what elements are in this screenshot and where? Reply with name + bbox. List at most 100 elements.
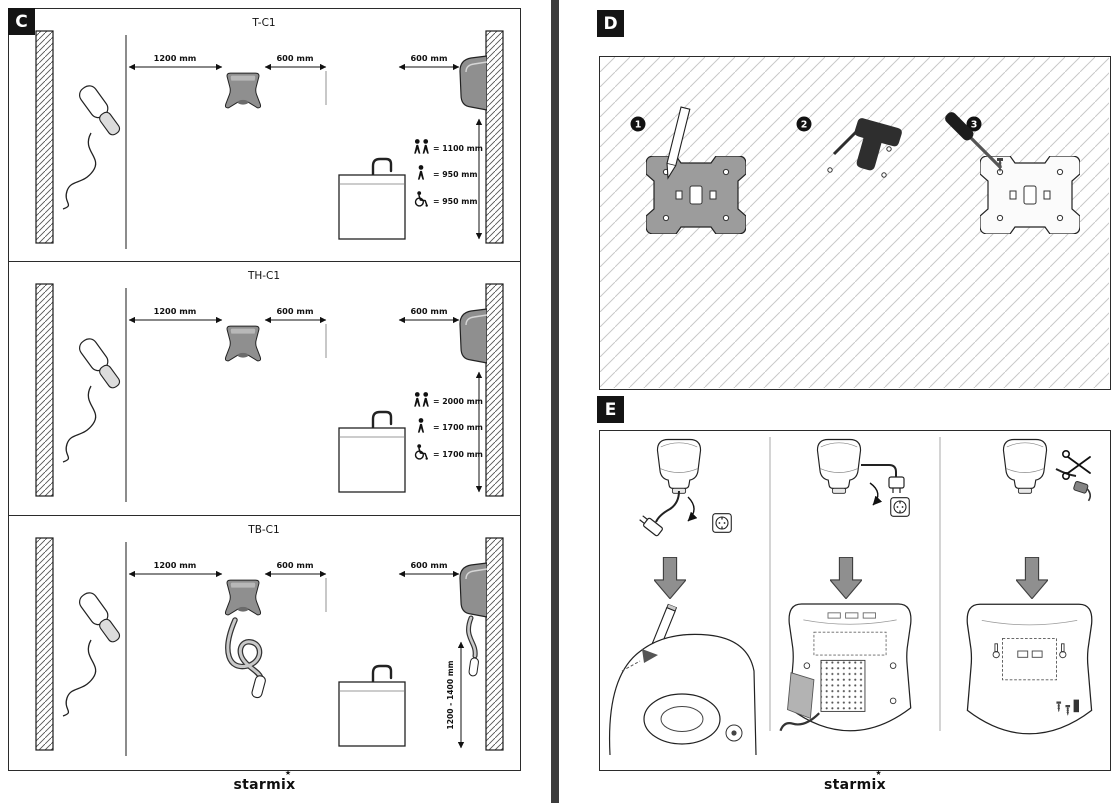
dimension-600-mid: 600 mm (264, 306, 327, 358)
socket-icon (890, 497, 910, 517)
right-wall (485, 30, 504, 244)
panel-wall-mounting: 1 2 (599, 56, 1111, 390)
two-persons-icon (414, 139, 429, 154)
small-part (1073, 699, 1079, 713)
left-wall (35, 30, 54, 244)
power-cable (861, 464, 897, 477)
handset-dryer-icon (62, 82, 125, 210)
drill-icon (832, 118, 902, 171)
two-persons-icon (414, 392, 429, 407)
panel-cable-connection (599, 430, 1111, 771)
hose-side (466, 615, 479, 677)
screw-head (889, 662, 897, 669)
down-arrow (1016, 557, 1048, 599)
height-range-dimension: 1200 - 1400 mm (446, 641, 465, 749)
step-number: 1 (635, 120, 642, 131)
dimension-1200: 1200 mm (128, 560, 223, 578)
screw-head (889, 697, 897, 705)
page-divider (551, 0, 559, 803)
logo-text: starmix (824, 777, 886, 793)
keyhole-slot (992, 643, 1000, 659)
legend-value: = 950 mm (433, 197, 478, 206)
dimension-600-mid: 600 mm (264, 560, 327, 612)
dryer-top-view (656, 438, 702, 494)
option-plug-side (779, 438, 912, 732)
section-letter: C (15, 11, 28, 32)
step-badge (966, 116, 982, 132)
washbasin (337, 410, 407, 494)
dimension-1200: 1200 mm (128, 306, 223, 324)
hand-dryer-unit (224, 579, 262, 616)
right-wall (485, 283, 504, 497)
option-plug-below (608, 438, 757, 756)
legend-value: = 1100 mm (433, 144, 483, 153)
step-number: 2 (801, 120, 808, 131)
washbasin (337, 664, 407, 748)
wall-mounted-dryer (459, 562, 487, 618)
brand-logo-right: starmix★ (599, 770, 1111, 794)
dryer-top-view (1002, 438, 1048, 494)
dimension-600-right: 600 mm (398, 53, 460, 71)
wall-mounted-dryer (459, 308, 487, 364)
svg-text:600 mm: 600 mm (276, 560, 313, 570)
section-label-e: E (597, 396, 624, 423)
panel-t-c1: T-C1 1200 mm 600 mm 600 mm (8, 8, 521, 262)
left-wall (35, 283, 54, 497)
wheelchair-icon (414, 191, 429, 207)
diagram-cable-connection (608, 437, 1093, 756)
direction-arrow (687, 496, 698, 522)
svg-text:1200 mm: 1200 mm (154, 560, 197, 570)
power-cable (655, 490, 680, 523)
washbasin (337, 157, 407, 241)
screwdriver-icon (945, 112, 1003, 170)
brand-logo-left: starmix★ (8, 770, 521, 794)
screw-head (803, 662, 811, 669)
cover-flap (787, 672, 815, 720)
svg-text:600 mm: 600 mm (276, 53, 313, 63)
panel-title: T-C1 (251, 17, 275, 29)
svg-text:1200 mm: 1200 mm (154, 306, 197, 316)
socket-icon (712, 513, 732, 533)
wheelchair-icon (414, 444, 429, 460)
section-label-d: D (597, 10, 624, 37)
diagram-tb-c1: TB-C1 1200 mm 600 mm (35, 524, 504, 756)
dimension-600-right: 600 mm (398, 560, 460, 578)
panel-tb-c1: TB-C1 1200 mm 600 mm (8, 515, 521, 771)
scissors-icon (1062, 449, 1091, 480)
hose (225, 617, 266, 699)
right-wall (485, 537, 504, 751)
handset-dryer-icon (62, 589, 125, 717)
device-back-closed (966, 603, 1093, 735)
keyhole-slot (1059, 643, 1067, 659)
step-1-mark-holes: 1 (630, 106, 746, 234)
legend-value: = 1700 mm (433, 423, 483, 432)
mounting-plate-outline (980, 156, 1080, 234)
logo-star-icon: ★ (284, 769, 292, 777)
hand-dryer-unit (224, 72, 262, 109)
diagram-th-c1: TH-C1 1200 mm 600 mm 600 mm (35, 270, 504, 502)
mounting-plate-outline (1002, 637, 1057, 681)
diagram-t-c1: T-C1 1200 mm 600 mm 600 mm (35, 17, 504, 249)
dimension-600-mid: 600 mm (264, 53, 327, 105)
direction-arrow (869, 482, 883, 506)
step-badge (796, 116, 812, 132)
one-person-icon (417, 418, 425, 433)
section-letter: D (603, 13, 618, 34)
legend-value: = 1700 mm (433, 450, 483, 459)
left-wall (35, 537, 54, 751)
panel-title: TH-C1 (247, 270, 280, 282)
dryer-top-view (816, 438, 862, 494)
device-back-open (779, 603, 912, 732)
hand-dryer-unit (224, 325, 262, 362)
section-label-c: C (8, 8, 35, 35)
mounting-plate (646, 156, 746, 234)
step-3-screw-plate: 3 (945, 112, 1080, 234)
height-range-label: 1200 - 1400 mm (446, 660, 455, 729)
legend-value: = 2000 mm (433, 397, 483, 406)
power-plug-icon (888, 476, 905, 493)
marked-hole (642, 649, 658, 663)
dimension-600-right: 600 mm (398, 306, 460, 324)
svg-text:1200 mm: 1200 mm (154, 53, 197, 63)
device-bottom-view (608, 633, 757, 756)
